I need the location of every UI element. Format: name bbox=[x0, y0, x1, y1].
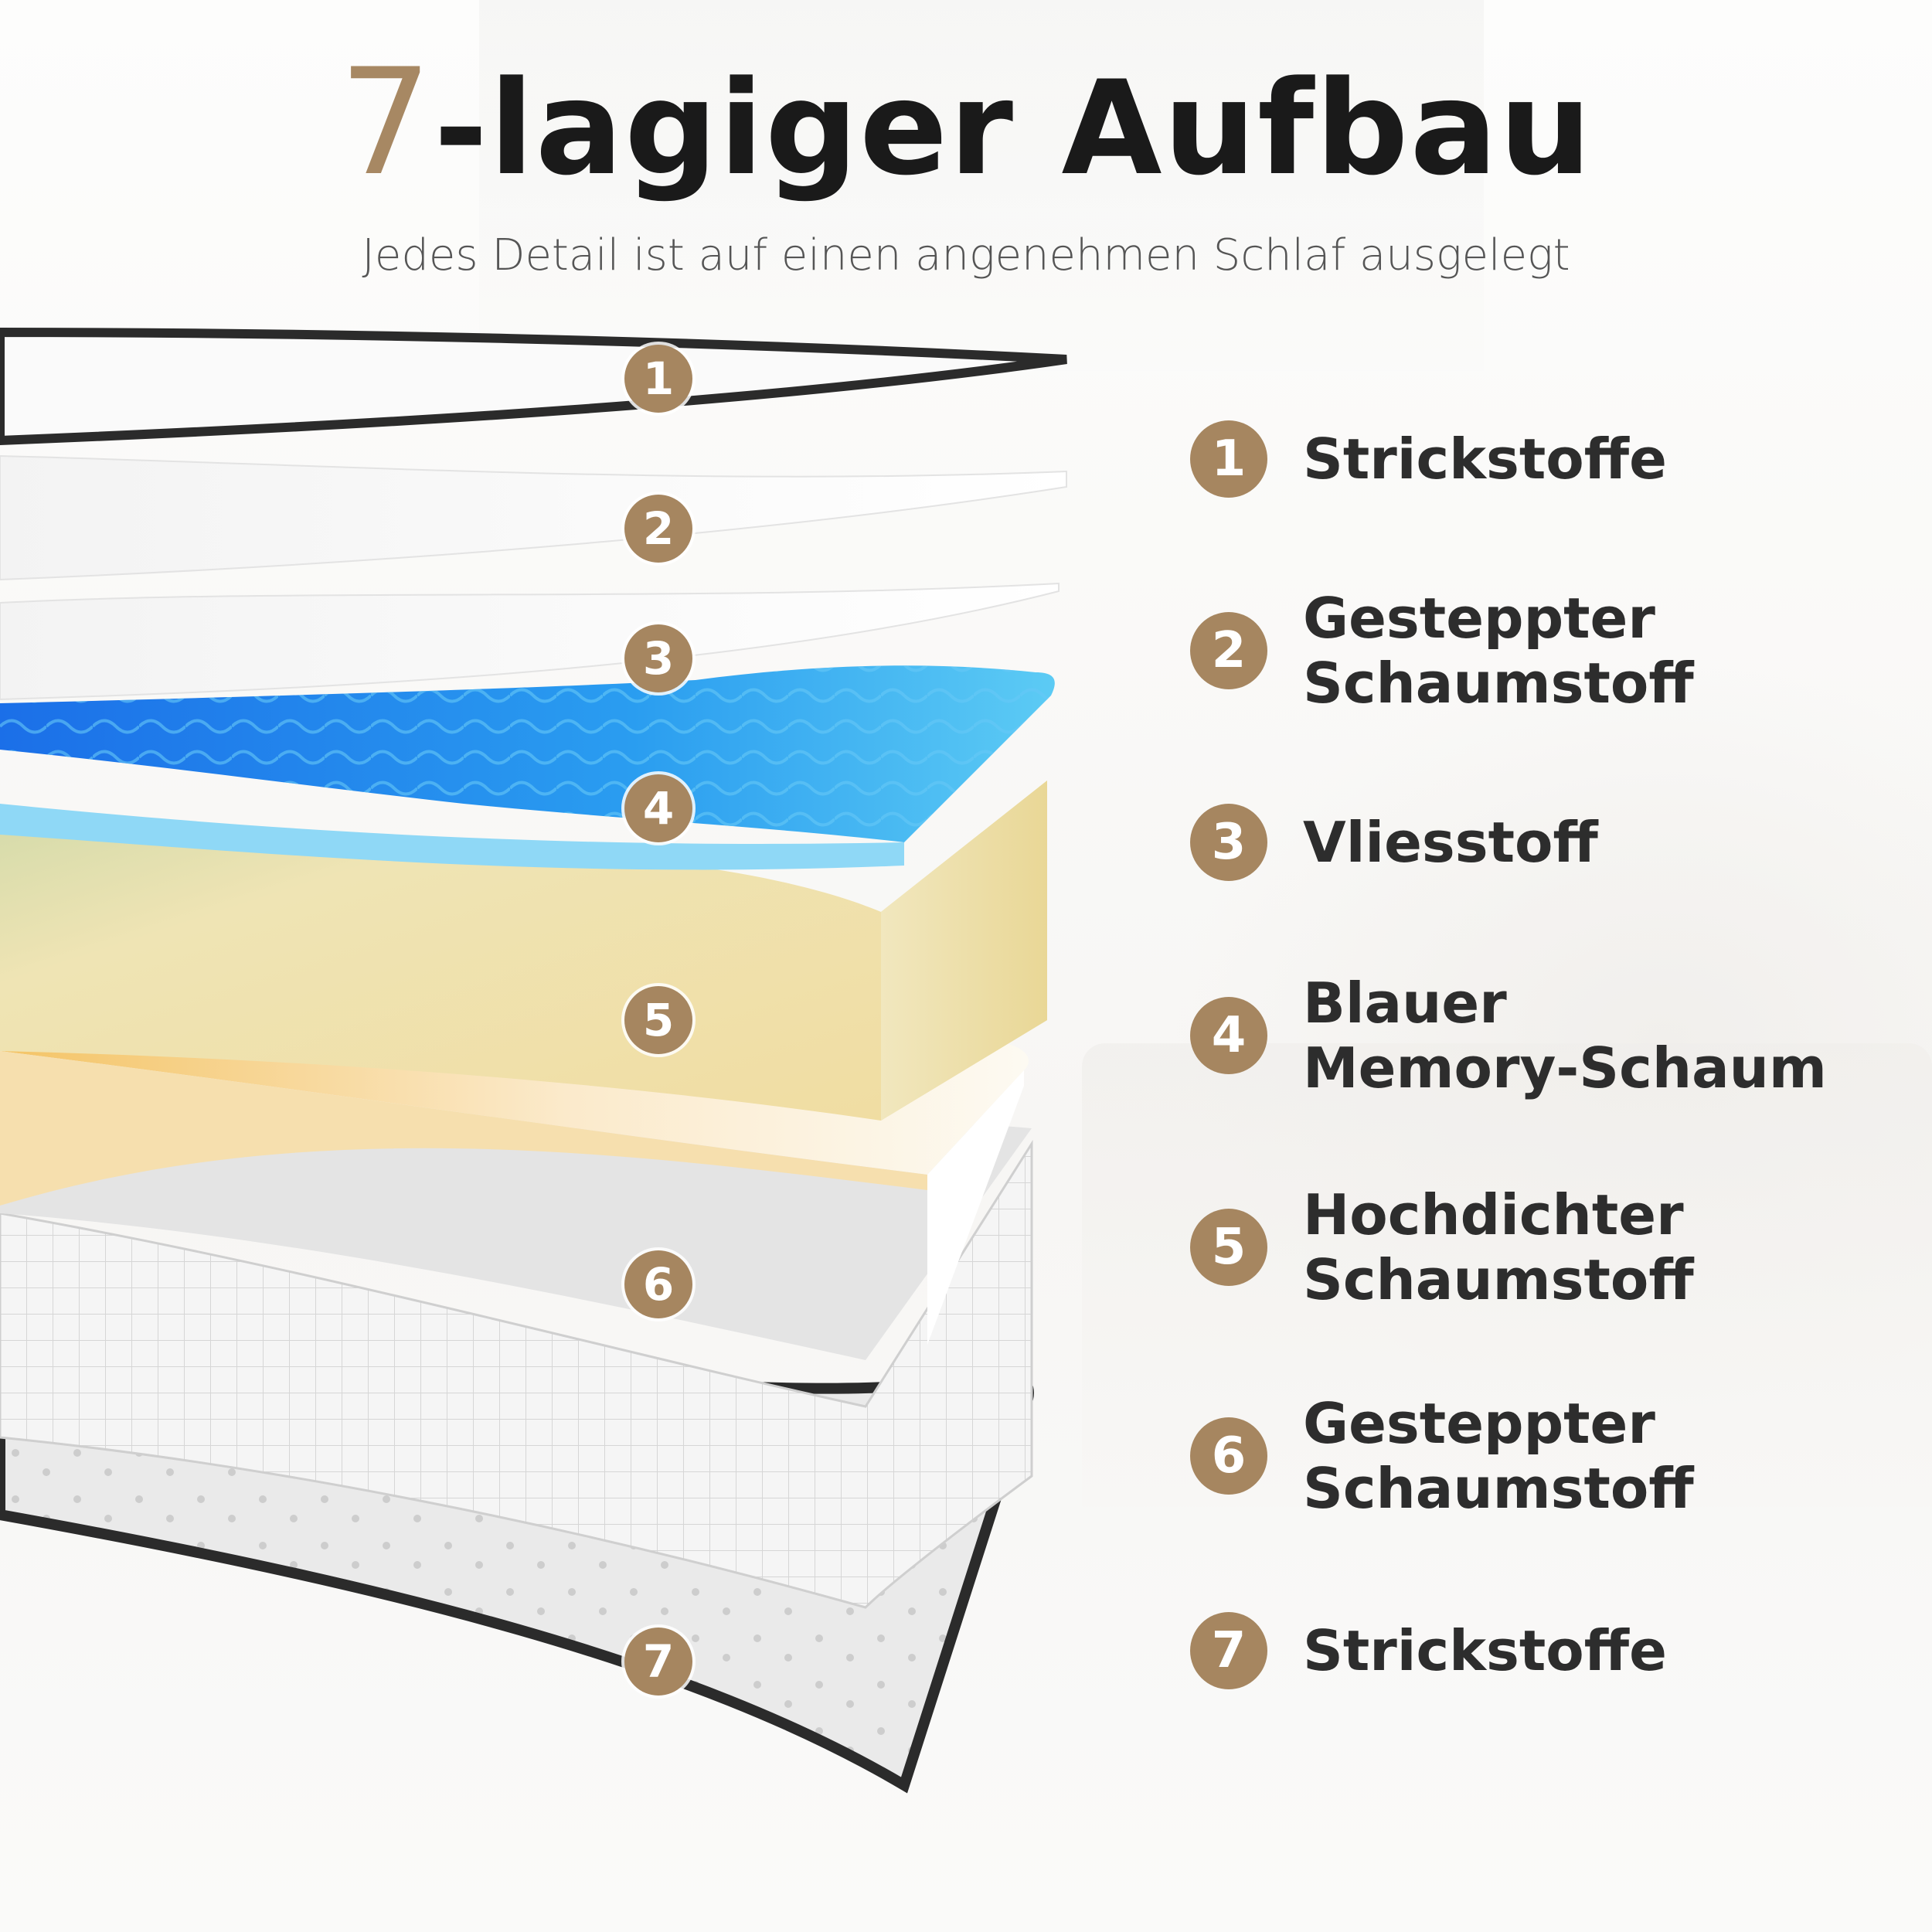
title-text: -lagiger Aufbau bbox=[434, 53, 1594, 204]
marker-layer-5: 5 bbox=[624, 986, 692, 1054]
legend-item-1: 1 Strickstoffe bbox=[1190, 420, 1667, 498]
layer-1-top-fabric bbox=[0, 327, 1067, 446]
title-accent-number: 7 bbox=[338, 37, 434, 208]
layer-5-foam-side bbox=[881, 781, 1047, 1121]
legend-item-7: 7 Strickstoffe bbox=[1190, 1612, 1667, 1689]
layer-3-nonwoven bbox=[0, 582, 1060, 701]
legend-label-4: Blauer Memory-Schaum bbox=[1303, 971, 1827, 1100]
legend-item-6: 6 Gesteppter Schaumstoff bbox=[1190, 1391, 1694, 1521]
marker-layer-3: 3 bbox=[624, 624, 692, 692]
legend-label-2: Gesteppter Schaumstoff bbox=[1303, 586, 1694, 716]
legend-label-7: Strickstoffe bbox=[1303, 1618, 1667, 1683]
legend-item-3: 3 Vliesstoff bbox=[1190, 804, 1598, 881]
legend-item-5: 5 Hochdichter Schaumstoff bbox=[1190, 1182, 1694, 1312]
legend-item-2: 2 Gesteppter Schaumstoff bbox=[1190, 586, 1694, 716]
legend-badge-1: 1 bbox=[1190, 420, 1267, 498]
legend-badge-3: 3 bbox=[1190, 804, 1267, 881]
legend-badge-5: 5 bbox=[1190, 1209, 1267, 1286]
legend-label-3: Vliesstoff bbox=[1303, 810, 1598, 875]
marker-layer-1: 1 bbox=[624, 345, 692, 413]
legend-badge-4: 4 bbox=[1190, 997, 1267, 1074]
background-window bbox=[479, 0, 1484, 371]
layer-5-foam-top bbox=[0, 781, 1047, 1121]
legend-label-1: Strickstoffe bbox=[1303, 427, 1667, 492]
page-title: 7-lagiger Aufbau bbox=[0, 31, 1932, 215]
layer-2-quilted-sheet bbox=[0, 454, 1067, 581]
legend-badge-7: 7 bbox=[1190, 1612, 1267, 1689]
legend-badge-2: 2 bbox=[1190, 612, 1267, 689]
marker-layer-6: 6 bbox=[624, 1250, 692, 1318]
marker-layer-4: 4 bbox=[624, 774, 692, 842]
marker-layer-2: 2 bbox=[624, 495, 692, 563]
legend-badge-6: 6 bbox=[1190, 1417, 1267, 1495]
layer-6-quilted-block bbox=[0, 1139, 1033, 1609]
legend-item-4: 4 Blauer Memory-Schaum bbox=[1190, 971, 1827, 1100]
marker-layer-7: 7 bbox=[624, 1628, 692, 1696]
layer-6-top-surface bbox=[0, 1120, 1032, 1360]
legend-label-6: Gesteppter Schaumstoff bbox=[1303, 1391, 1694, 1521]
page-subtitle: Jedes Detail ist auf einen angenehmen Sc… bbox=[362, 230, 1570, 281]
legend-label-5: Hochdichter Schaumstoff bbox=[1303, 1182, 1694, 1312]
